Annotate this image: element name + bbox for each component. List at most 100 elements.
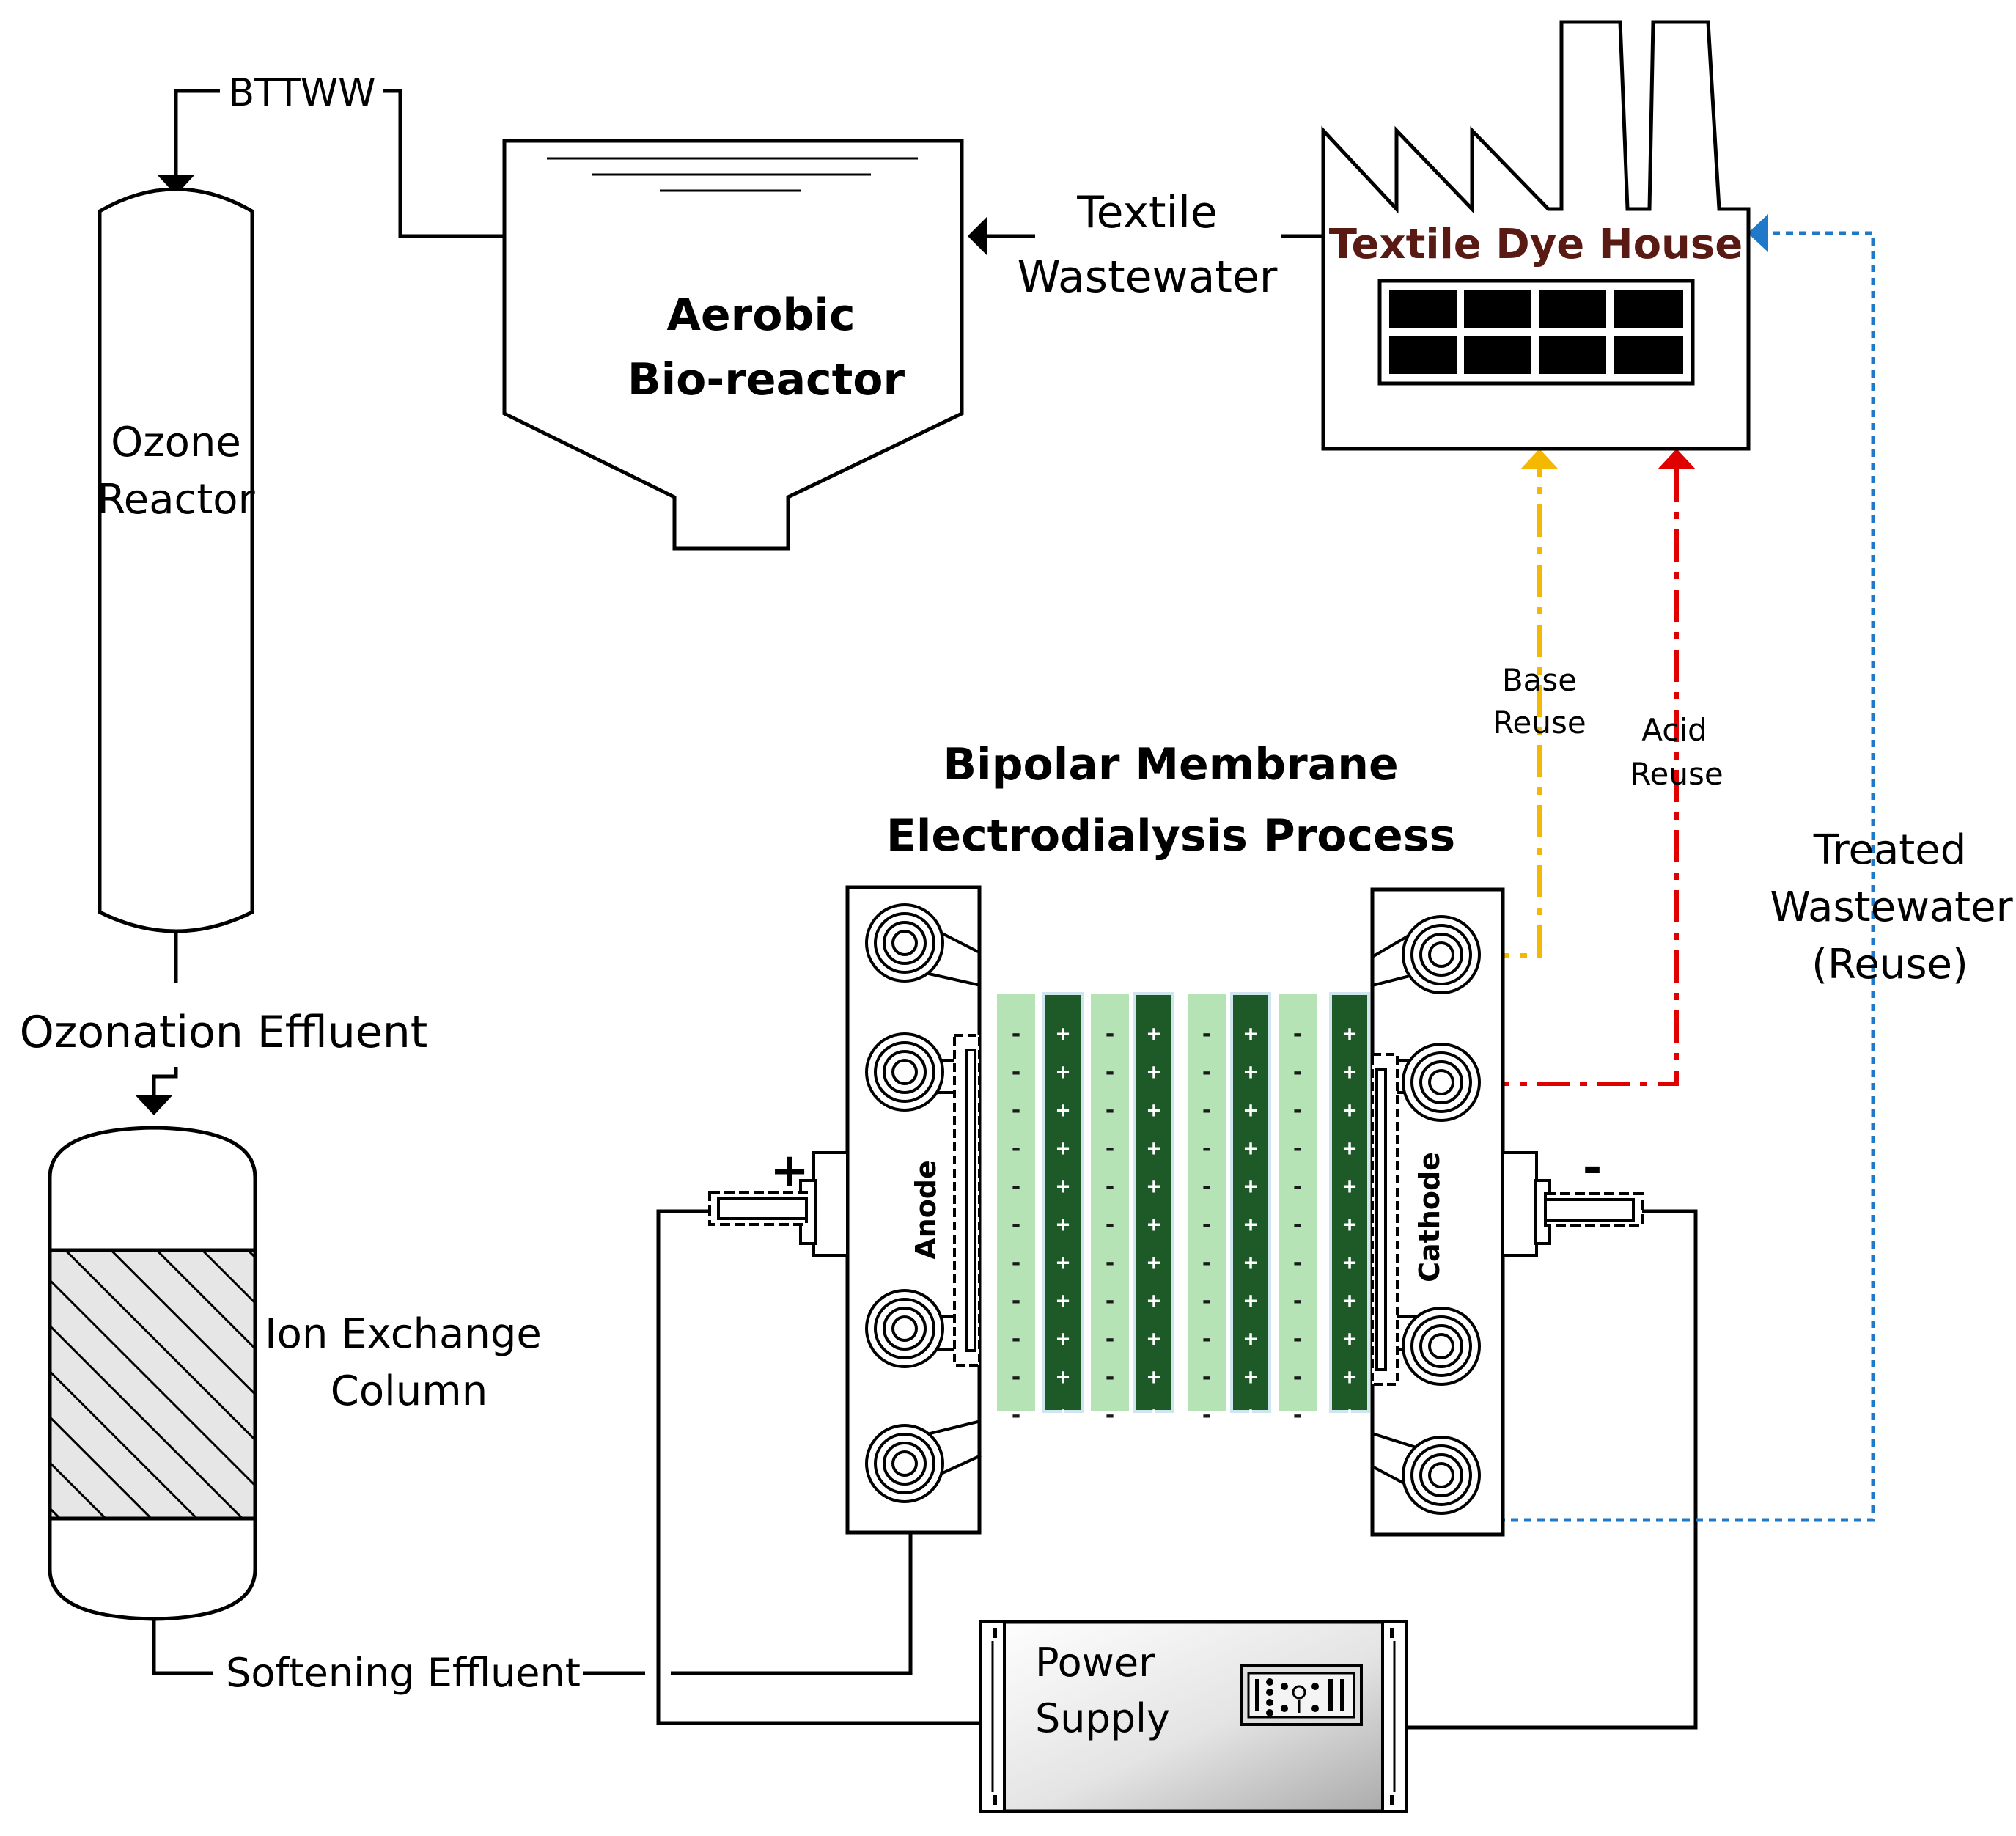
membrane-negative-sign: - — [1103, 1365, 1116, 1390]
power-supply — [979, 1620, 1408, 1813]
membrane-positive-sign: + — [1056, 1403, 1070, 1428]
membrane-negative-sign: - — [1009, 1060, 1023, 1085]
textile-wastewater-label-line2: Wastewater — [1018, 251, 1278, 303]
membrane-negative-sign: - — [1200, 1365, 1213, 1390]
membrane-negative-sign: - — [1103, 1060, 1116, 1085]
membrane-negative-sign: - — [1009, 1288, 1023, 1314]
dye-house-label: Textile Dye House — [1329, 221, 1743, 268]
membrane-positive-sign: + — [1056, 1174, 1070, 1200]
bmed-title-line1: Bipolar Membrane — [943, 739, 1398, 790]
membrane-negative-sign: - — [1103, 1403, 1116, 1428]
treated-reuse-line — [1485, 231, 1875, 1522]
membrane-positive-sign: + — [1056, 1288, 1070, 1314]
membrane-negative-sign: - — [1009, 1021, 1023, 1047]
membrane-positive-sign: + — [1056, 1136, 1070, 1161]
cathode-label: Cathode — [1413, 1152, 1446, 1282]
membrane-negative-sign: - — [1009, 1250, 1023, 1276]
membrane-positive-sign: + — [1147, 1060, 1160, 1085]
membrane-negative-sign: - — [1291, 1403, 1304, 1428]
membrane-positive-sign: + — [1244, 1288, 1257, 1314]
membrane-positive-sign: + — [1147, 1136, 1160, 1161]
membrane-positive-sign: + — [1056, 1365, 1070, 1390]
membrane-negative-sign: - — [1103, 1098, 1116, 1123]
membrane-positive-sign: + — [1244, 1212, 1257, 1238]
membrane-negative-sign: - — [1103, 1212, 1116, 1238]
ozonation-effluent-label: Ozonation Effluent — [20, 1007, 428, 1058]
ion-exchange-column — [48, 1126, 257, 1621]
membrane-negative-sign: - — [1009, 1212, 1023, 1238]
membrane-positive-sign: + — [1056, 1212, 1070, 1238]
membrane-negative-sign: - — [1009, 1098, 1023, 1123]
bttww-label: BTTWW — [228, 71, 375, 115]
aerobic-bioreactor-label-line2: Bio-reactor — [628, 354, 905, 405]
membrane-negative-sign: - — [1009, 1326, 1023, 1352]
membrane-negative-sign: - — [1291, 1136, 1304, 1161]
membrane-light-4 — [1279, 994, 1317, 1411]
membrane-positive-sign: + — [1343, 1365, 1356, 1390]
membrane-positive-sign: + — [1244, 1365, 1257, 1390]
membrane-positive-sign: + — [1056, 1250, 1070, 1276]
membrane-light-1 — [997, 994, 1035, 1411]
cathode-terminal — [1501, 1151, 1644, 1257]
membrane-positive-sign: + — [1244, 1326, 1257, 1352]
acid-reuse-line — [1477, 466, 1679, 1086]
base-reuse-label-line1: Base — [1502, 662, 1577, 698]
membrane-positive-sign: + — [1147, 1288, 1160, 1314]
membrane-negative-sign: - — [1291, 1060, 1304, 1085]
membrane-positive-sign: + — [1343, 1174, 1356, 1200]
membrane-negative-sign: - — [1009, 1403, 1023, 1428]
membrane-positive-sign: + — [1343, 1136, 1356, 1161]
ozone-reactor — [98, 187, 254, 933]
membrane-positive-sign: + — [1244, 1136, 1257, 1161]
membrane-negative-sign: - — [1200, 1136, 1213, 1161]
membrane-negative-signs: ----------------------------------------… — [1009, 1021, 1304, 1428]
membrane-negative-sign: - — [1103, 1136, 1116, 1161]
membrane-positive-sign: + — [1244, 1250, 1257, 1276]
membrane-positive-sign: + — [1147, 1174, 1160, 1200]
membrane-negative-sign: - — [1291, 1021, 1304, 1047]
membrane-negative-sign: - — [1291, 1174, 1304, 1200]
membrane-positive-sign: + — [1343, 1212, 1356, 1238]
factory-window-grid — [1389, 290, 1683, 374]
membrane-negative-sign: - — [1200, 1098, 1213, 1123]
membrane-negative-sign: - — [1200, 1174, 1213, 1200]
anode-label: Anode — [910, 1160, 942, 1260]
membrane-positive-sign: + — [1244, 1021, 1257, 1047]
power-supply-label-line2: Supply — [1035, 1695, 1170, 1741]
textile-wastewater-label-line1: Textile — [1076, 187, 1218, 238]
membrane-dark-3 — [1230, 992, 1271, 1413]
membrane-negative-sign: - — [1291, 1288, 1304, 1314]
membrane-negative-sign: - — [1291, 1250, 1304, 1276]
membrane-dark-2 — [1133, 992, 1174, 1413]
ion-exchange-label-line2: Column — [331, 1367, 488, 1415]
membrane-positive-sign: + — [1056, 1326, 1070, 1352]
softening-effluent-label: Softening Effluent — [226, 1650, 581, 1696]
membrane-negative-sign: - — [1103, 1326, 1116, 1352]
membrane-negative-sign: - — [1009, 1365, 1023, 1390]
resin-bed — [48, 1248, 257, 1521]
membrane-dark-4 — [1329, 992, 1370, 1413]
flow-lines — [152, 89, 1698, 1730]
membrane-positive-sign: + — [1343, 1288, 1356, 1314]
acid-reuse-label-line2: Reuse — [1630, 756, 1723, 792]
membrane-positive-sign: + — [1343, 1250, 1356, 1276]
membrane-positive-sign: + — [1343, 1403, 1356, 1428]
membrane-positive-sign: + — [1056, 1098, 1070, 1123]
membrane-negative-sign: - — [1291, 1326, 1304, 1352]
membrane-negative-sign: - — [1200, 1250, 1213, 1276]
control-panel — [1240, 1664, 1363, 1726]
membrane-positive-sign: + — [1244, 1060, 1257, 1085]
power-supply-label-line1: Power — [1035, 1639, 1155, 1686]
aerobic-bioreactor — [502, 139, 964, 551]
acid-reuse-label-line1: Acid — [1641, 712, 1707, 748]
membrane-positive-sign: + — [1147, 1403, 1160, 1428]
cathode-end-plate — [1370, 887, 1505, 1537]
membrane-positive-sign: + — [1343, 1021, 1356, 1047]
ozone-reactor-label-line2: Reactor — [97, 476, 255, 524]
membrane-light-3 — [1188, 994, 1226, 1411]
membrane-positive-sign: + — [1056, 1060, 1070, 1085]
membrane-positive-sign: + — [1147, 1212, 1160, 1238]
ion-exchange-label-line1: Ion Exchange — [265, 1310, 542, 1358]
anode-end-plate — [845, 885, 982, 1535]
